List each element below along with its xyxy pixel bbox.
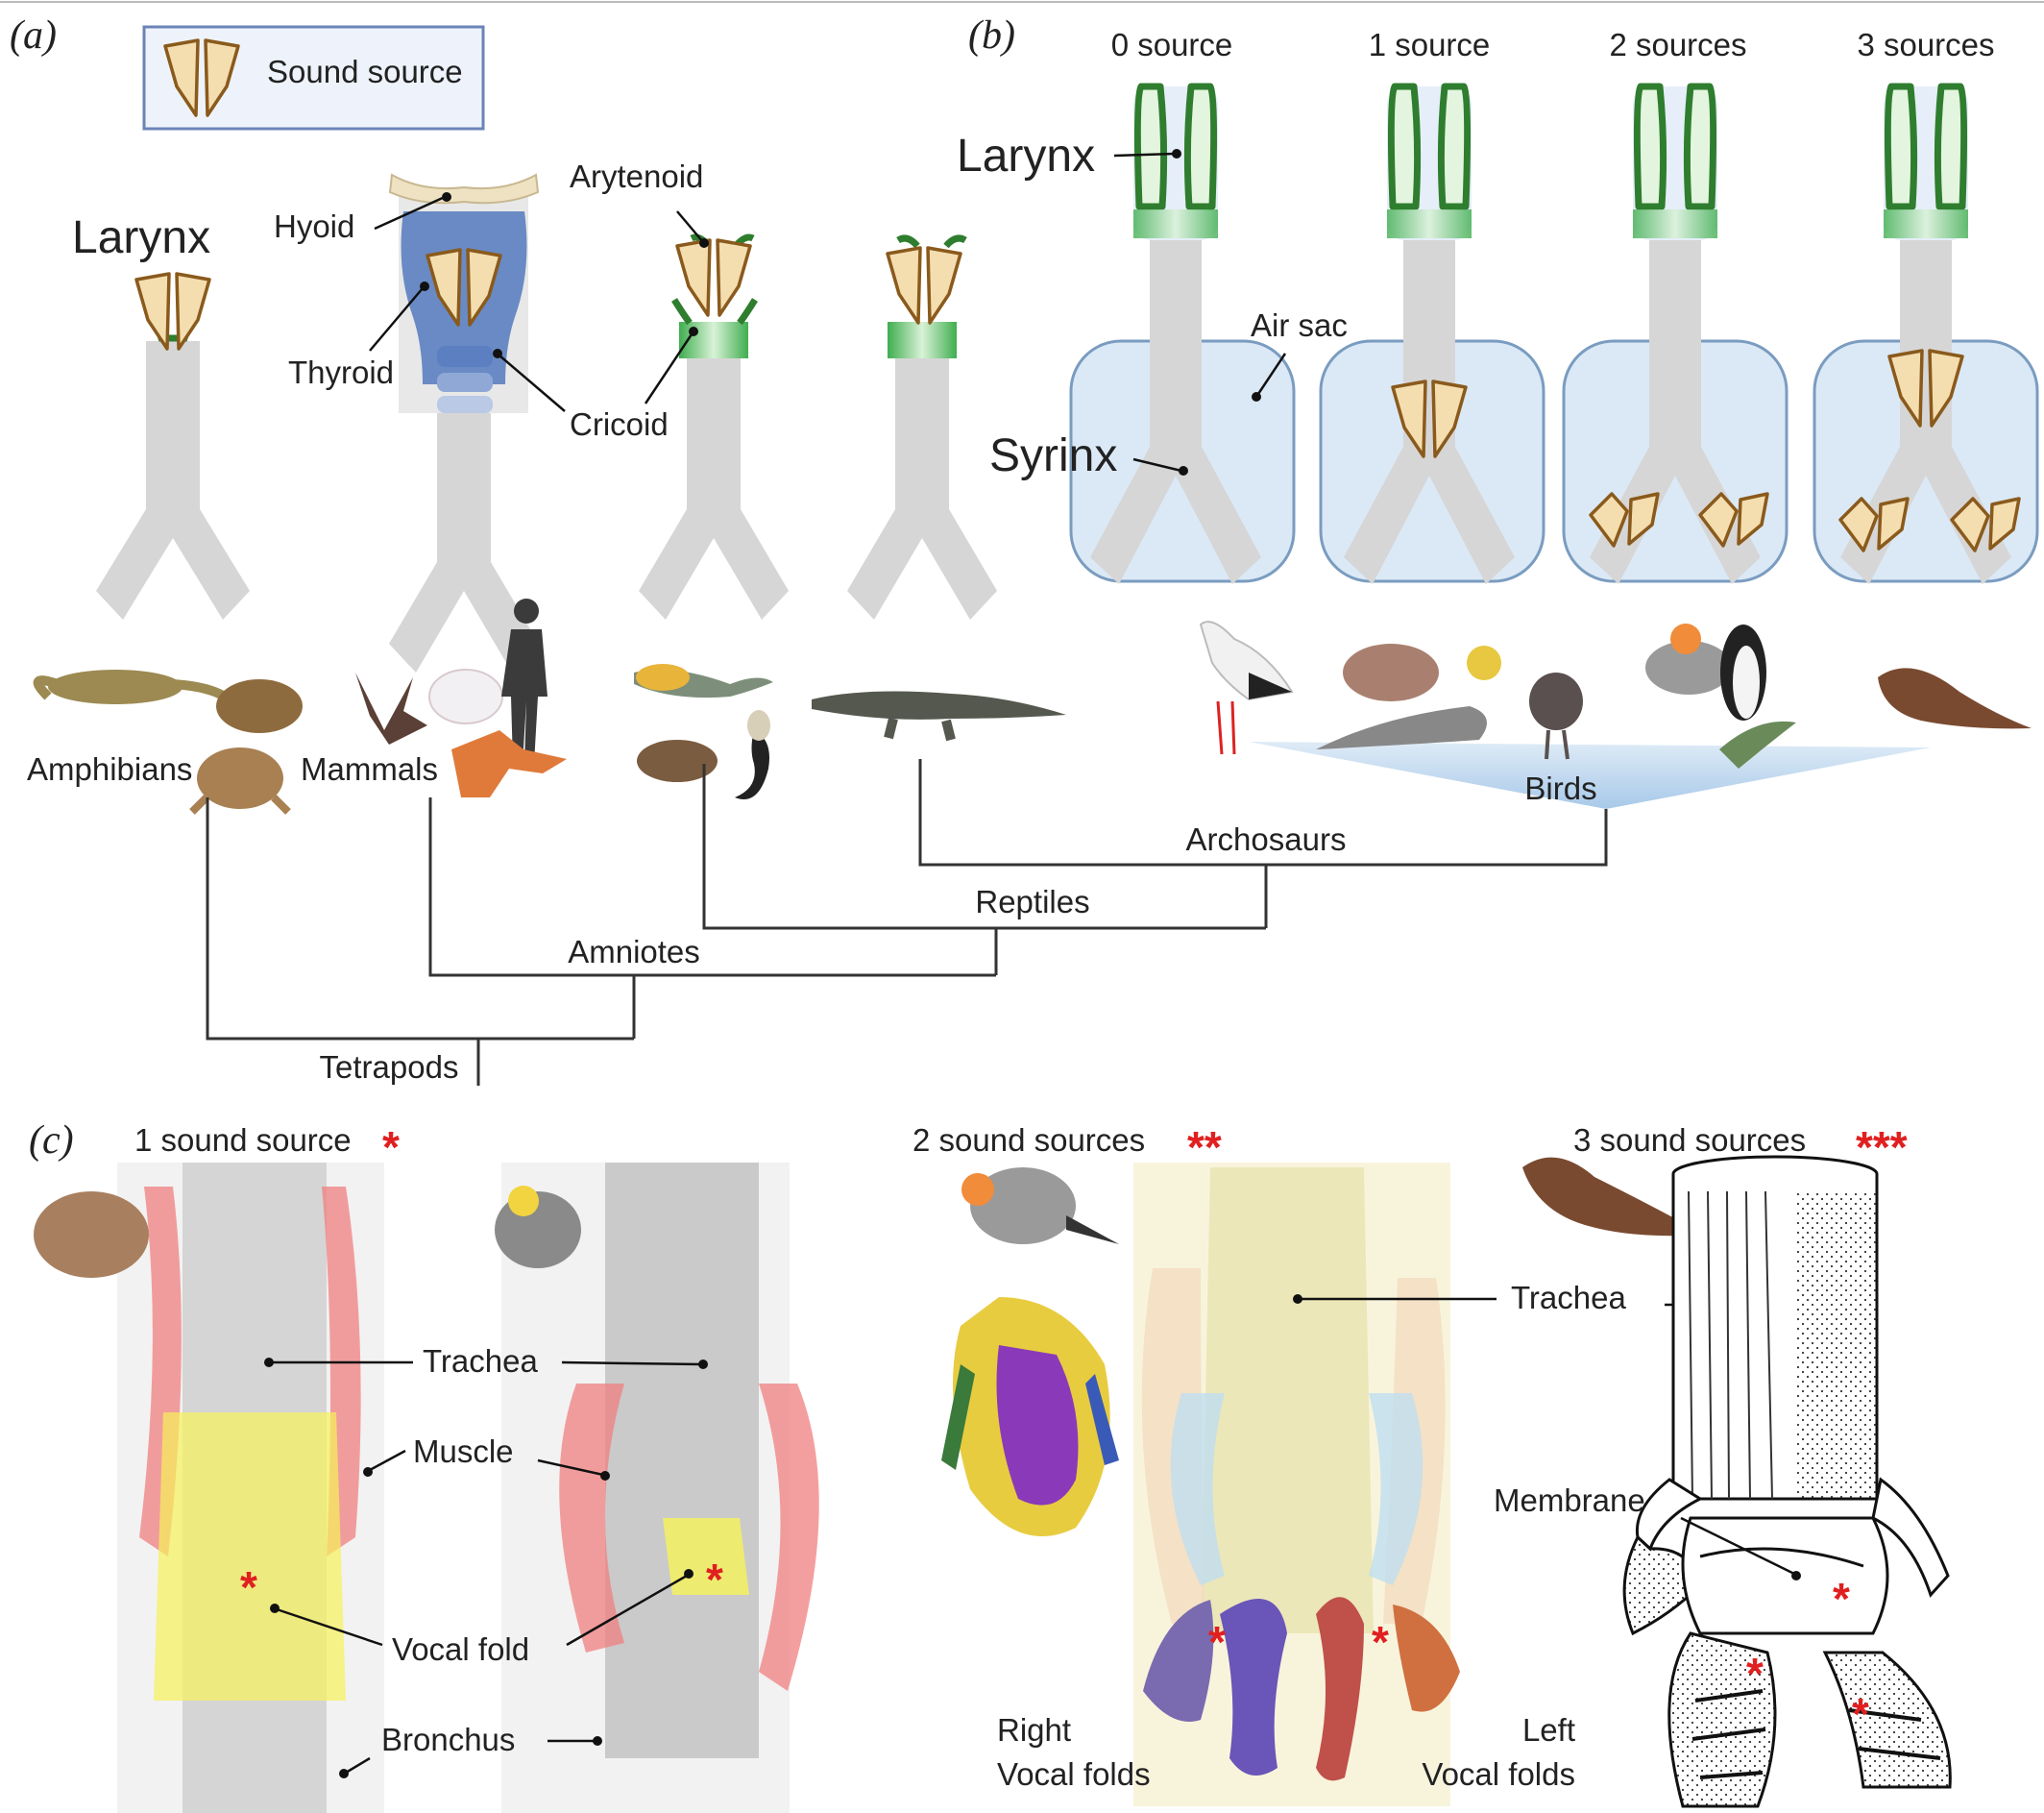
membrane-star: *: [1833, 1574, 1850, 1624]
reptile-airway: [639, 233, 789, 620]
mammal-airway: [388, 173, 540, 673]
column-0-title: 0 source: [1111, 27, 1233, 62]
syrinx-column-3: 3 sources: [1813, 27, 2039, 584]
thyroid-label: Thyroid: [288, 355, 394, 390]
birds-label: Birds: [1524, 771, 1596, 806]
c-title-1: 1 sound source: [134, 1122, 352, 1158]
syrinx-column-1: 1 source: [1319, 27, 1545, 584]
trachea-label-c1: Trachea: [423, 1343, 538, 1379]
membrane-label: Membrane: [1494, 1482, 1645, 1518]
right-fold-star: *: [1208, 1617, 1226, 1667]
syrinx-column-2: 2 sources: [1562, 27, 1788, 584]
left-fold-star: *: [1372, 1617, 1389, 1667]
amphibians-label: Amphibians: [27, 751, 192, 787]
left-label: Left: [1522, 1712, 1575, 1748]
muscle-label: Muscle: [413, 1433, 514, 1469]
crocodile-illustration: [812, 691, 1066, 742]
mammals-label: Mammals: [301, 751, 438, 787]
vocal-fold-label: Vocal fold: [392, 1631, 529, 1667]
panel-a-label: (a): [10, 13, 57, 58]
hyoid-label: Hyoid: [274, 208, 354, 244]
legend-label: Sound source: [267, 54, 463, 89]
larynx-label-b: Larynx: [957, 131, 1095, 182]
amphibian-airway: [96, 272, 250, 620]
right-label: Right: [997, 1712, 1071, 1748]
air-sac-label: Air sac: [1251, 307, 1348, 343]
column-3-title: 3 sources: [1857, 27, 1994, 62]
birds-fan: [1249, 742, 1931, 809]
bronchus-label: Bronchus: [381, 1722, 515, 1757]
column-1-title: 1 source: [1369, 27, 1491, 62]
scan-dove: [34, 1163, 384, 1813]
left-bronchus-star: *: [1852, 1689, 1869, 1739]
reptiles-label: Reptiles: [975, 884, 1089, 919]
arytenoid-label: Arytenoid: [570, 159, 703, 194]
c-title-3: 3 sound sources: [1573, 1122, 1806, 1158]
panel-b-label: (b): [968, 13, 1015, 58]
syrinx-column-0: 0 source: [1069, 27, 1296, 584]
dove-vocal-fold-star: *: [240, 1562, 257, 1612]
column-2-title: 2 sources: [1609, 27, 1746, 62]
amphibian-illustrations: [33, 670, 303, 815]
songbird-drawing: [1522, 1155, 1952, 1808]
trachea-label-c2: Trachea: [1511, 1280, 1626, 1315]
legend: Sound source: [142, 25, 485, 131]
archosaurs-label: Archosaurs: [1186, 821, 1347, 857]
c-title-1-star: *: [382, 1122, 400, 1172]
cricoid-label: Cricoid: [570, 406, 669, 442]
right-bronchus-star: *: [1746, 1649, 1764, 1699]
c-title-2: 2 sound sources: [912, 1122, 1145, 1158]
cockatiel-vocal-fold-star: *: [706, 1555, 723, 1605]
zebra-finch-model: [941, 1163, 1460, 1806]
bird-silhouettes: [1199, 621, 2032, 769]
phylogeny-tree: [206, 759, 1608, 1086]
syrinx-label: Syrinx: [989, 430, 1117, 481]
scan-cockatiel: [495, 1163, 819, 1813]
archosaur-airway: [847, 234, 997, 620]
amphibian-larynx-label: Larynx: [72, 212, 210, 263]
c-title-3-stars: ***: [1856, 1122, 1908, 1172]
amniotes-label: Amniotes: [568, 934, 700, 969]
panel-c-label: (c): [29, 1118, 74, 1163]
left-vocal-folds-label: Vocal folds: [1422, 1756, 1575, 1792]
reptile-illustrations: [634, 664, 773, 799]
tetrapods-label: Tetrapods: [320, 1049, 459, 1085]
mammal-illustrations: [355, 599, 567, 797]
right-vocal-folds-label: Vocal folds: [997, 1756, 1151, 1792]
